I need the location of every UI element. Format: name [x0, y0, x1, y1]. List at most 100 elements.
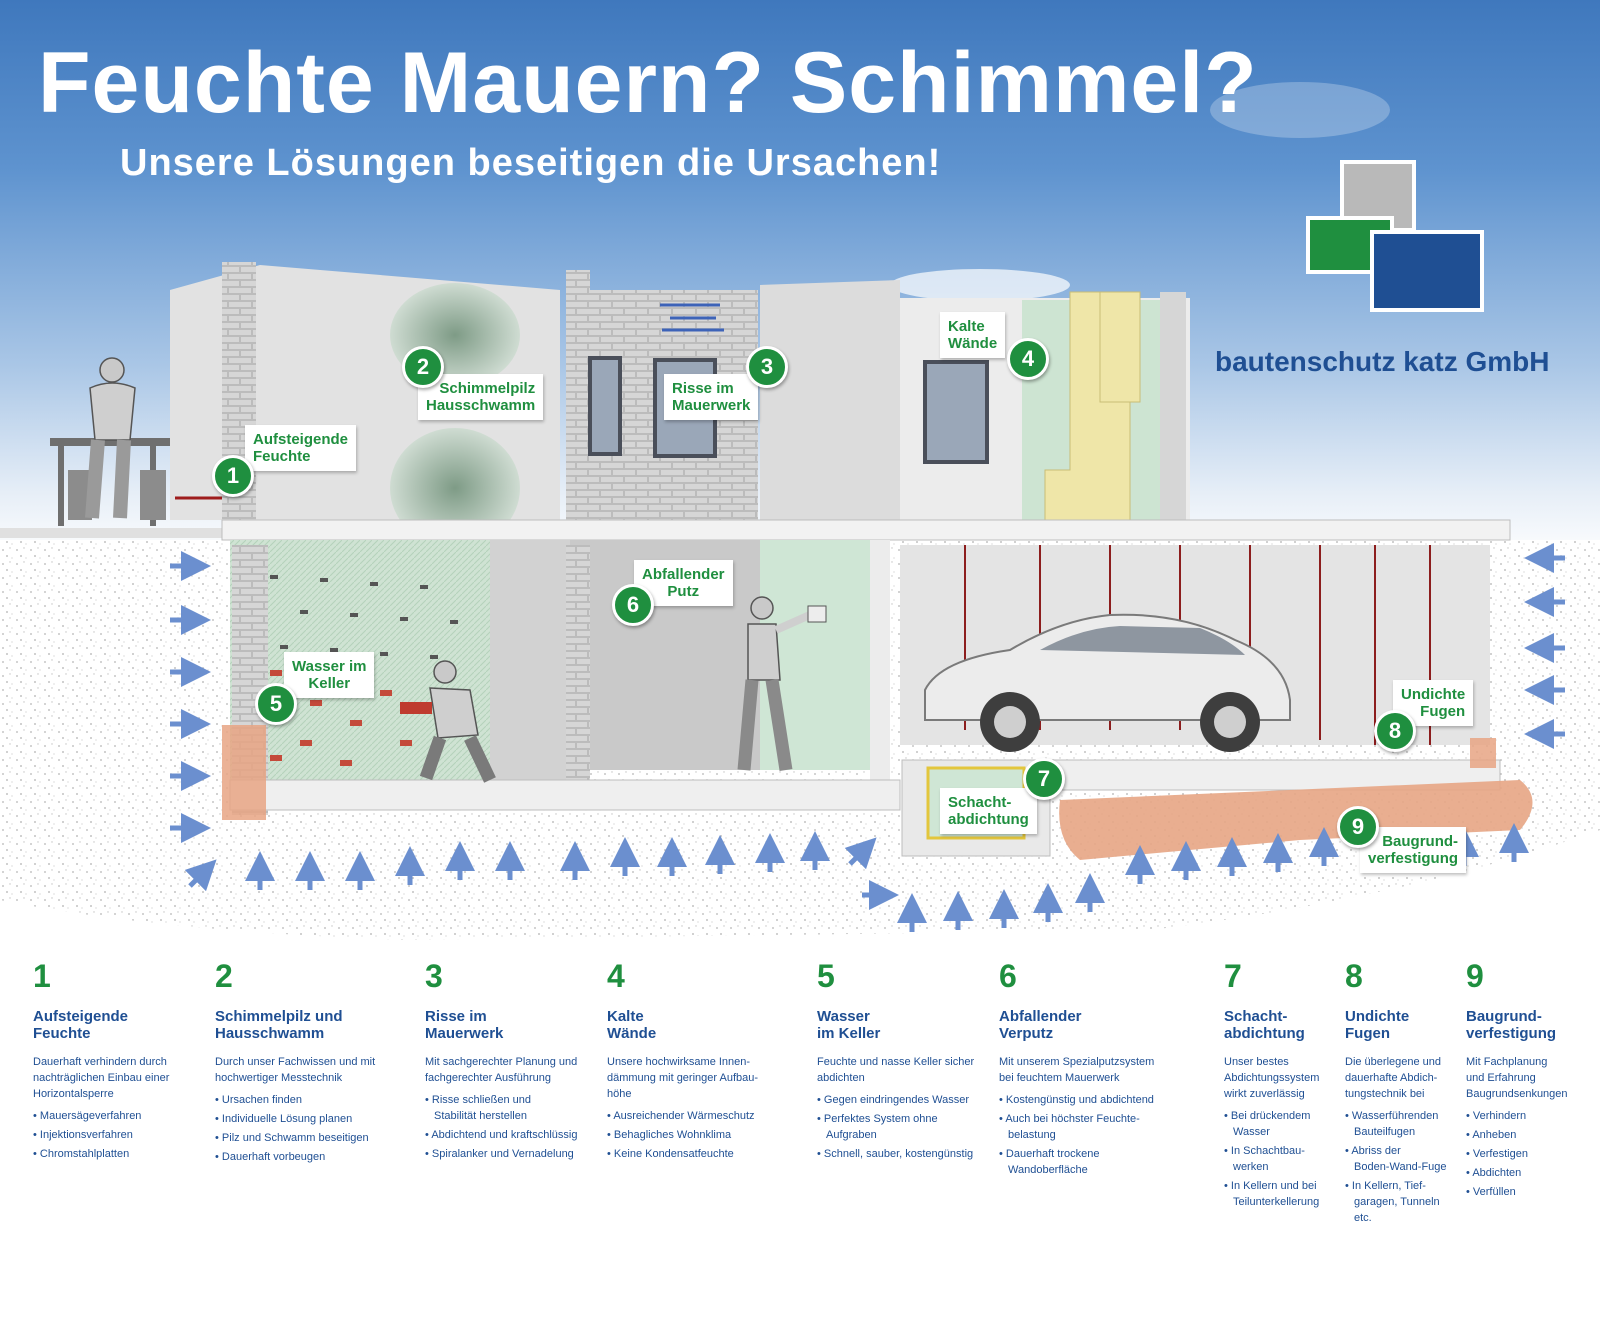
kneeling-worker — [400, 660, 496, 783]
logo — [1306, 160, 1484, 312]
callout-badge-3: 3 — [746, 346, 788, 388]
legend-heading: Abfallender Verputz — [999, 1008, 1082, 1042]
legend-bullet: Injektionsverfahren — [33, 1127, 203, 1143]
legend-number: 3 — [425, 958, 443, 994]
legend-number: 8 — [1345, 958, 1363, 994]
legend-heading: Schacht- abdichtung — [1224, 1008, 1305, 1042]
company-name: bautenschutz katz GmbH — [1215, 346, 1550, 377]
callout-label-6: Abfallender Putz — [634, 560, 733, 606]
legend-bullet: Dauerhaft trockene Wandoberfläche — [999, 1146, 1169, 1178]
legend-bullet: Perfektes System ohne Aufgraben — [817, 1111, 987, 1143]
legend-bullet: Auch bei höchster Feuchte- belastung — [999, 1111, 1169, 1143]
legend-description: Unser bestes Abdichtungssystem wirkt zuv… — [1224, 1056, 1320, 1100]
callout-badge-9: 9 — [1337, 806, 1379, 848]
legend-bullet: Abriss der Boden-Wand-Fuge — [1345, 1143, 1455, 1175]
callout-badge-8: 8 — [1374, 710, 1416, 752]
legend-bullet: Verhindern — [1466, 1108, 1586, 1124]
legend-bullet: In Kellern und bei Teilunterkellerung — [1224, 1178, 1334, 1210]
legend-bullet: Schnell, sauber, kostengünstig — [817, 1146, 987, 1162]
callout-badge-1: 1 — [212, 455, 254, 497]
legend-heading: Wasser im Keller — [817, 1008, 881, 1042]
legend-number: 7 — [1224, 958, 1242, 994]
legend-bullet: Wasserführenden Bauteilfugen — [1345, 1108, 1455, 1140]
legend-bullets: Risse schließen und Stabilität herstelle… — [425, 1092, 595, 1162]
worker-with-saw — [50, 357, 170, 526]
legend-bullet: Abdichtend und kraftschlüssig — [425, 1127, 595, 1143]
legend-bullet: Abdichten — [1466, 1165, 1586, 1181]
legend-bullets: Verhindern Anheben Verfestigen Abdichten… — [1466, 1108, 1586, 1200]
legend-number: 1 — [33, 958, 51, 994]
legend-bullet: Verfüllen — [1466, 1184, 1586, 1200]
legend-column-3: 3 Risse im Mauerwerk Mit sachgerechter P… — [425, 958, 595, 1165]
callout-label-2: Schimmelpilz Hausschwamm — [418, 374, 544, 420]
house-cross-section-illustration — [0, 160, 1600, 940]
legend-column-1: 1 Aufsteigende Feuchte Dauerhaft verhind… — [33, 958, 203, 1165]
legend-bullets: Ausreichender Wärmeschutz Behagliches Wo… — [607, 1108, 777, 1162]
legend-bullet: Bei drückendem Wasser — [1224, 1108, 1334, 1140]
callout-badge-5: 5 — [255, 683, 297, 725]
legend-bullet: Ursachen finden — [215, 1092, 385, 1108]
legend-column-6: 6 Abfallender Verputz Mit unserem Spezia… — [999, 958, 1169, 1181]
legend-bullet: Chromstahlplatten — [33, 1146, 203, 1162]
callout-badge-7: 7 — [1023, 758, 1065, 800]
legend-bullet: Spiralanker und Vernadelung — [425, 1146, 595, 1162]
legend-column-8: 8 Undichte Fugen Die überlegene und daue… — [1345, 958, 1455, 1229]
legend-bullet: In Kellern, Tief- garagen, Tunneln etc. — [1345, 1178, 1455, 1226]
legend-bullet: Anheben — [1466, 1127, 1586, 1143]
legend-bullet: Kostengünstig und abdichtend — [999, 1092, 1169, 1108]
legend-bullets: Gegen eindringendes Wasser Perfektes Sys… — [817, 1092, 987, 1162]
callout-badge-2: 2 — [402, 346, 444, 388]
legend-column-5: 5 Wasser im Keller Feuchte und nasse Kel… — [817, 958, 987, 1165]
legend-description: Feuchte und nasse Keller sicher abdichte… — [817, 1056, 975, 1084]
callout-label-7: Schacht- abdichtung — [940, 788, 1037, 834]
page-subtitle: Unsere Lösungen beseitigen die Ursachen! — [120, 142, 942, 184]
legend-bullet: In Schachtbau- werken — [1224, 1143, 1334, 1175]
legend-bullets: Mauersägeverfahren Injektionsverfahren C… — [33, 1108, 203, 1162]
legend-number: 9 — [1466, 958, 1484, 994]
legend-bullet: Dauerhaft vorbeugen — [215, 1149, 385, 1165]
legend-heading: Risse im Mauerwerk — [425, 1008, 504, 1042]
legend-bullet: Ausreichender Wärmeschutz — [607, 1108, 777, 1124]
plastering-worker — [737, 596, 827, 771]
legend-bullet: Gegen eindringendes Wasser — [817, 1092, 987, 1108]
legend-bullet: Individuelle Lösung planen — [215, 1111, 385, 1127]
legend-number: 4 — [607, 958, 625, 994]
legend-number: 5 — [817, 958, 835, 994]
callout-label-3: Risse im Mauerwerk — [664, 374, 759, 420]
legend-heading: Aufsteigende Feuchte — [33, 1008, 129, 1042]
page-title: Feuchte Mauern? Schimmel? — [38, 35, 1258, 131]
legend-column-2: 2 Schimmelpilz und Hausschwamm Durch uns… — [215, 958, 385, 1168]
legend-bullet: Risse schließen und Stabilität herstelle… — [425, 1092, 595, 1124]
legend-number: 6 — [999, 958, 1017, 994]
legend-bullets: Kostengünstig und abdichtend Auch bei hö… — [999, 1092, 1169, 1178]
legend-bullet: Verfestigen — [1466, 1146, 1586, 1162]
legend-bullet: Pilz und Schwamm beseitigen — [215, 1130, 385, 1146]
legend-column-4: 4 Kalte Wände Unsere hochwirksame Innen-… — [607, 958, 777, 1165]
callout-label-9: Baugrund- verfestigung — [1360, 827, 1467, 873]
legend-description: Dauerhaft verhindern durch nachträgliche… — [33, 1056, 170, 1100]
legend-heading: Schimmelpilz und Hausschwamm — [215, 1008, 343, 1042]
legend-description: Mit unserem Spezialputzsystem bei feucht… — [999, 1056, 1155, 1084]
callout-label-1: Aufsteigende Feuchte — [245, 425, 357, 471]
legend-heading: Baugrund- verfestigung — [1466, 1008, 1557, 1042]
callout-label-4: Kalte Wände — [940, 312, 1006, 358]
callout-label-5: Wasser im Keller — [284, 652, 375, 698]
car — [924, 613, 1291, 752]
legend-bullet: Behagliches Wohnklima — [607, 1127, 777, 1143]
legend-bullet: Keine Kondensatfeuchte — [607, 1146, 777, 1162]
legend-description: Mit sachgerechter Planung und fachgerech… — [425, 1056, 578, 1084]
legend-description: Die überlegene und dauerhafte Abdich- tu… — [1345, 1056, 1442, 1100]
legend-description: Durch unser Fachwissen und mit hochwerti… — [215, 1056, 376, 1084]
legend-number: 2 — [215, 958, 233, 994]
legend-bullets: Ursachen finden Individuelle Lösung plan… — [215, 1092, 385, 1165]
legend-heading: Undichte Fugen — [1345, 1008, 1410, 1042]
legend-bullet: Mauersägeverfahren — [33, 1108, 203, 1124]
legend-bullets: Bei drückendem Wasser In Schachtbau- wer… — [1224, 1108, 1334, 1210]
legend-description: Unsere hochwirksame Innen- dämmung mit g… — [607, 1056, 759, 1100]
callout-badge-4: 4 — [1007, 338, 1049, 380]
legend-heading: Kalte Wände — [607, 1008, 657, 1042]
legend-column-9: 9 Baugrund- verfestigung Mit Fachplanung… — [1466, 958, 1586, 1203]
callout-badge-6: 6 — [612, 584, 654, 626]
legend-description: Mit Fachplanung und Erfahrung Baugrundse… — [1466, 1056, 1568, 1100]
